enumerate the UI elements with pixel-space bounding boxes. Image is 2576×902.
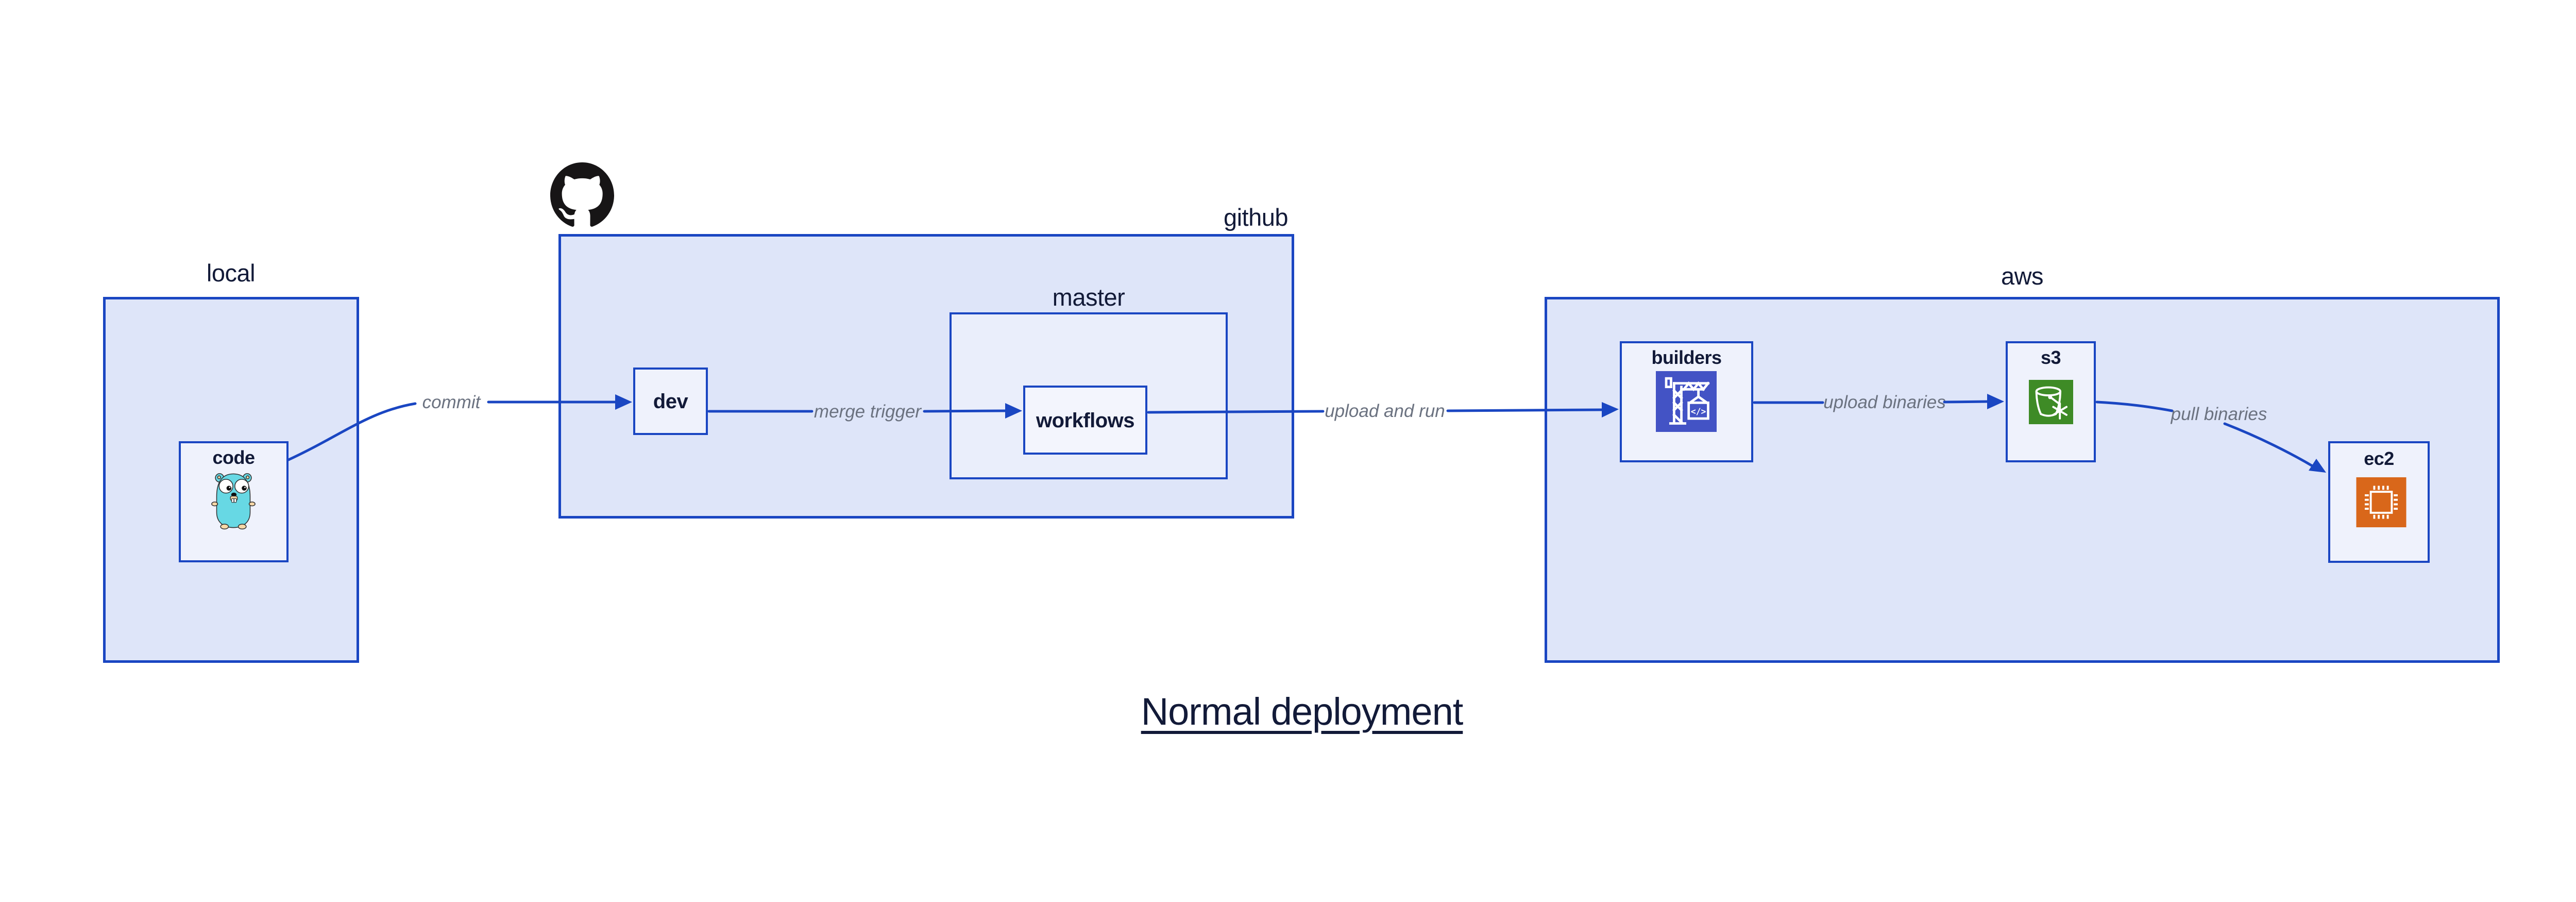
edge-label-merge-trigger: merge trigger <box>814 402 922 422</box>
edge-label-pull-binaries: pull binaries <box>2171 404 2267 424</box>
github-octocat-icon <box>550 162 614 227</box>
go-gopher-icon <box>211 473 256 530</box>
node-workflows-label: workflows <box>1036 409 1135 432</box>
node-builders <box>1620 341 1753 462</box>
node-builders-label: builders <box>1651 347 1722 368</box>
node-dev <box>633 368 708 435</box>
edge-label-commit: commit <box>422 392 481 412</box>
container-master-label: master <box>1052 283 1125 311</box>
edge-label-upload-binaries: upload binaries <box>1823 392 1946 412</box>
node-ec2-label: ec2 <box>2364 448 2394 469</box>
node-workflows <box>1023 386 1147 455</box>
container-aws-label: aws <box>2001 262 2044 290</box>
node-dev-label: dev <box>653 390 688 413</box>
node-code-label: code <box>212 447 255 468</box>
container-local-label: local <box>206 259 256 287</box>
cpu-chip-icon <box>2356 477 2406 527</box>
edge-label-upload-and-run: upload and run <box>1325 401 1445 421</box>
node-s3-label: s3 <box>2040 347 2061 368</box>
crane-icon: </> <box>1656 371 1717 432</box>
container-github-label: github <box>1223 204 1289 231</box>
page-title: Normal deployment <box>1141 690 1464 733</box>
s3-glacier-bucket-icon <box>2029 380 2073 424</box>
svg-text:</>: </> <box>1691 407 1706 416</box>
